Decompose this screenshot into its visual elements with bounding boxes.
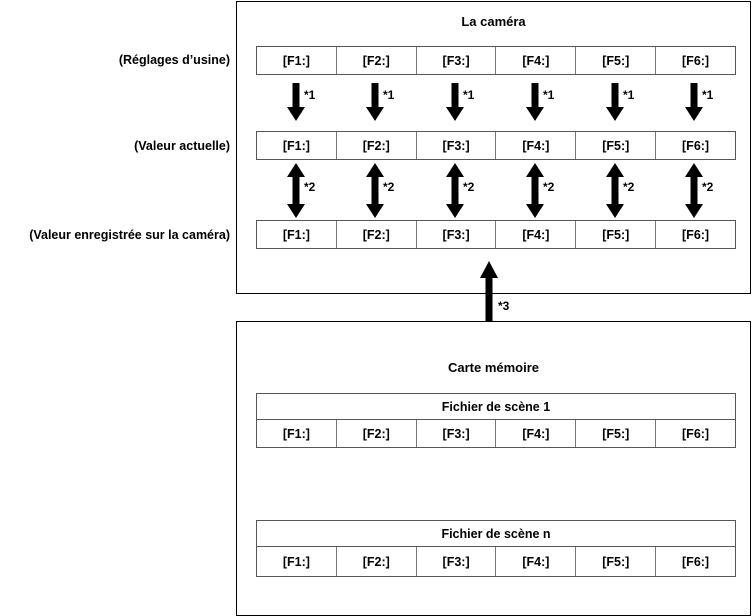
factory-settings-row: [F1:] [F2:] [F3:] [F4:] [F5:] [F6:]	[256, 46, 736, 75]
cell-f6: [F6:]	[655, 547, 735, 576]
scene-file-n-row: [F1:] [F2:] [F3:] [F4:] [F5:] [F6:]	[256, 546, 736, 577]
note-mark-1: *1	[304, 88, 316, 102]
cell-f3: [F3:]	[415, 221, 496, 248]
down-arrow-icon	[366, 83, 384, 121]
note-mark-2: *2	[383, 180, 395, 194]
cell-f3: [F3:]	[415, 547, 496, 576]
note-mark-3: *3	[498, 299, 510, 313]
cell-f4: [F4:]	[495, 132, 575, 159]
note-mark-2: *2	[702, 180, 714, 194]
memory-card-title: Carte mémoire	[447, 360, 540, 375]
scene-file-n-title: Fichier de scène n	[256, 520, 736, 547]
double-arrow-icon	[366, 163, 384, 218]
double-arrow-icon	[287, 163, 305, 218]
down-arrow-icon	[606, 83, 624, 121]
cell-f3: [F3:]	[415, 132, 496, 159]
down-arrow-icon	[287, 83, 305, 121]
cell-f4: [F4:]	[495, 420, 575, 447]
scene-file-1-title: Fichier de scène 1	[256, 393, 736, 420]
double-arrow-icon	[446, 163, 464, 218]
cell-f6: [F6:]	[655, 420, 735, 447]
double-arrow-icon	[685, 163, 703, 218]
cell-f1: [F1:]	[282, 426, 310, 441]
down-arrow-icon	[446, 83, 464, 121]
cell-f6: [F6:]	[655, 47, 735, 74]
note-mark-2: *2	[623, 180, 635, 194]
scene-file-1-row: [F1:] [F2:] [F3:] [F4:] [F5:] [F6:]	[256, 419, 736, 448]
camera-title: La caméra	[461, 14, 526, 29]
note-mark-2: *2	[304, 180, 316, 194]
cell-f5: [F5:]	[575, 132, 655, 159]
cell-f4: [F4:]	[495, 47, 575, 74]
note-mark-2: *2	[543, 180, 555, 194]
cell-f2: [F2:]	[335, 47, 416, 74]
cell-f5: [F5:]	[575, 221, 655, 248]
cell-f1: [F1:]	[282, 227, 310, 242]
cell-f5: [F5:]	[575, 420, 655, 447]
cell-f4: [F4:]	[495, 547, 575, 576]
cell-f1: [F1:]	[282, 554, 310, 569]
note-mark-1: *1	[463, 88, 475, 102]
note-mark-1: *1	[623, 88, 635, 102]
cell-f6: [F6:]	[655, 132, 735, 159]
cell-f3: [F3:]	[415, 420, 496, 447]
cell-f5: [F5:]	[575, 547, 655, 576]
down-arrow-icon	[685, 83, 703, 121]
row-label-factory: (Réglages d’usine)	[118, 53, 230, 67]
stored-value-row: [F1:] [F2:] [F3:] [F4:] [F5:] [F6:]	[256, 220, 736, 249]
cell-f1: [F1:]	[282, 138, 310, 153]
cell-f5: [F5:]	[575, 47, 655, 74]
cell-f2: [F2:]	[335, 547, 416, 576]
note-mark-1: *1	[383, 88, 395, 102]
cell-f1: [F1:]	[282, 53, 310, 68]
cell-f3: [F3:]	[415, 47, 496, 74]
cell-f2: [F2:]	[335, 420, 416, 447]
note-mark-2: *2	[463, 180, 475, 194]
double-arrow-icon	[606, 163, 624, 218]
row-label-current: (Valeur actuelle)	[134, 139, 230, 153]
note-mark-1: *1	[702, 88, 714, 102]
cell-f2: [F2:]	[335, 221, 416, 248]
down-arrow-icon	[526, 83, 544, 121]
cell-f6: [F6:]	[655, 221, 735, 248]
note-mark-1: *1	[543, 88, 555, 102]
cell-f2: [F2:]	[335, 132, 416, 159]
row-label-stored: (Valeur enregistrée sur la caméra)	[29, 228, 230, 242]
double-arrow-icon	[526, 163, 544, 218]
current-value-row: [F1:] [F2:] [F3:] [F4:] [F5:] [F6:]	[256, 131, 736, 160]
cell-f4: [F4:]	[495, 221, 575, 248]
